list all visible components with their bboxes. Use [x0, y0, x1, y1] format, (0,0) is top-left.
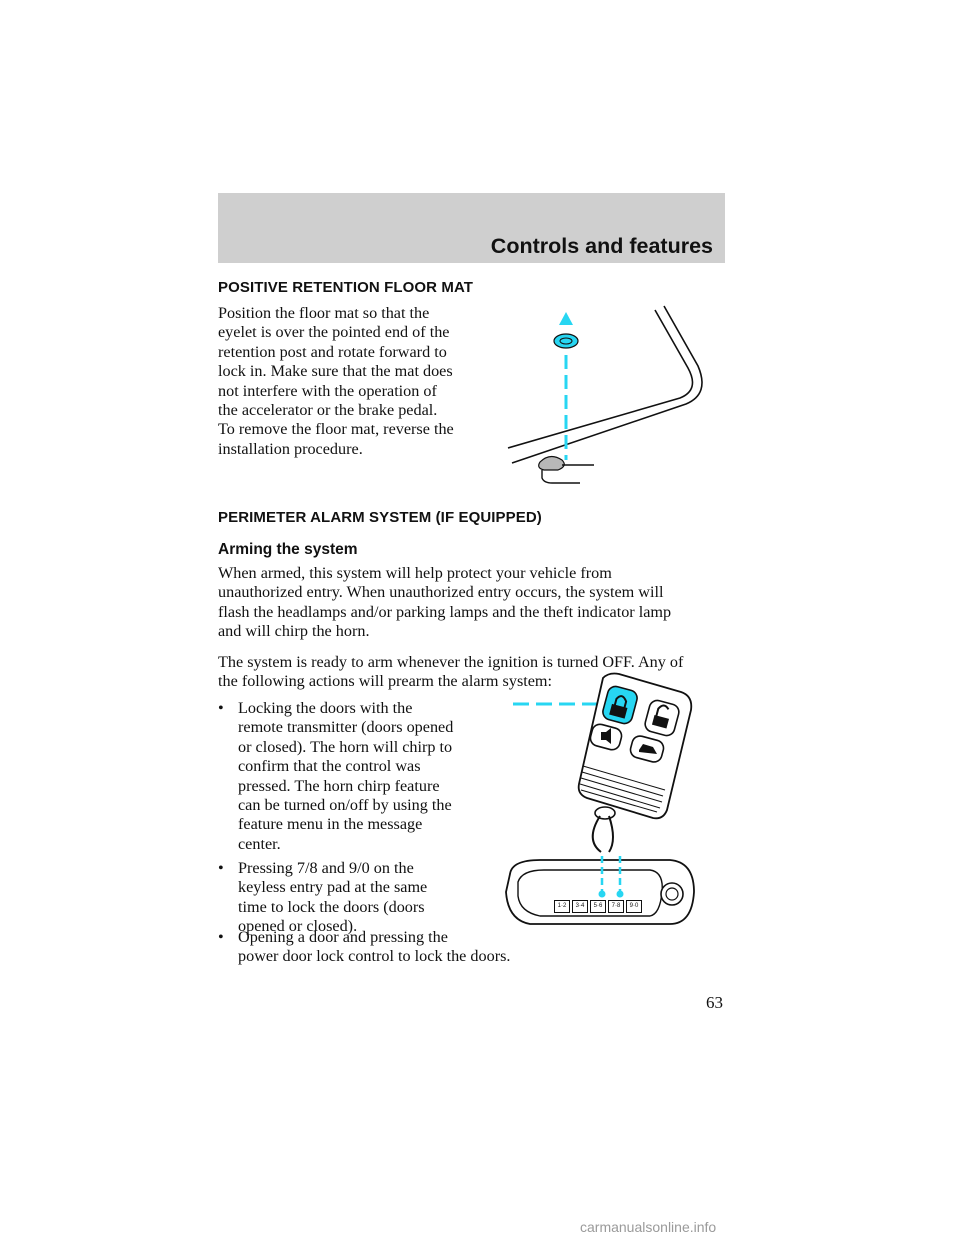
page-number: 63	[706, 993, 723, 1012]
alarm-paragraph-2: The system is ready to arm whenever the …	[218, 653, 683, 692]
bullet-icon: •	[218, 699, 224, 717]
bullet-item-remote-lock: • Locking the doors with the remote tran…	[218, 699, 453, 854]
floor-mat-heading: POSITIVE RETENTION FLOOR MAT	[218, 279, 474, 296]
retention-post-shape	[538, 455, 565, 471]
text-line: Pressing 7/8 and 9/0 on the	[238, 859, 414, 877]
text-line: eyelet is over the pointed end of the	[218, 323, 450, 342]
keypad-key-1-2: 1·2	[554, 900, 570, 913]
remote-transmitter-illustration	[513, 672, 693, 853]
bullet-item-keypad: • Pressing 7/8 and 9/0 on the keyless en…	[218, 859, 427, 937]
bullet-icon: •	[218, 928, 224, 946]
floor-mat-text: Position the floor mat so that the eyele…	[218, 304, 454, 459]
text-line: Opening a door and pressing the	[238, 928, 448, 946]
text-line: flash the headlamps and/or parking lamps…	[218, 602, 672, 621]
bullet-icon: •	[218, 859, 224, 877]
bullet-item-power-lock: • Opening a door and pressing the power …	[218, 928, 510, 967]
keypad-key-7-8: 7·8	[608, 900, 624, 913]
text-line: When armed, this system will help protec…	[218, 564, 612, 582]
key-cylinder-icon	[660, 882, 684, 906]
eyelet-shape	[553, 333, 579, 349]
text-line: the accelerator or the brake pedal.	[218, 401, 438, 420]
text-line: the following actions will prearm the al…	[218, 672, 553, 691]
text-line: feature menu in the message	[238, 815, 423, 834]
text-line: or closed). The horn will chirp to	[238, 737, 453, 756]
text-line: Position the floor mat so that the	[218, 304, 430, 322]
text-line: not interfere with the operation of	[218, 381, 437, 400]
text-line: opened or closed).	[238, 917, 358, 936]
text-line: power door lock control to lock the door…	[238, 947, 511, 966]
alarm-heading: PERIMETER ALARM SYSTEM (IF EQUIPPED)	[218, 509, 542, 526]
text-line: remote transmitter (doors opened	[238, 718, 454, 737]
keyless-entry-keypad: 1·2 3·4 5·6 7·8 9·0	[554, 900, 642, 913]
text-line: time to lock the doors (doors	[238, 897, 425, 916]
text-line: confirm that the control was	[238, 757, 421, 776]
section-header-band: Controls and features	[218, 193, 725, 263]
text-line: Locking the doors with the	[238, 699, 413, 717]
arming-subheading: Arming the system	[218, 541, 358, 558]
floor-mat-illustration	[507, 305, 703, 484]
text-line: The system is ready to arm whenever the …	[218, 653, 684, 671]
text-line: and will chirp the horn.	[218, 622, 370, 641]
text-line: pressed. The horn chirp feature	[238, 776, 440, 795]
text-line: retention post and rotate forward to	[218, 342, 447, 361]
door-keypad-illustration: 1·2 3·4 5·6 7·8 9·0	[500, 852, 700, 932]
text-line: center.	[238, 834, 281, 853]
section-title: Controls and features	[490, 234, 713, 258]
keypad-key-3-4: 3·4	[572, 900, 588, 913]
text-line: lock in. Make sure that the mat does	[218, 362, 453, 381]
text-line: can be turned on/off by using the	[238, 796, 452, 815]
text-line: installation procedure.	[218, 439, 363, 458]
alarm-paragraph-1: When armed, this system will help protec…	[218, 564, 671, 642]
keypad-key-9-0: 9·0	[626, 900, 642, 913]
watermark-text: carmanualsonline.info	[580, 1219, 717, 1235]
text-line: To remove the floor mat, reverse the	[218, 420, 454, 439]
text-line: keyless entry pad at the same	[238, 878, 428, 897]
arrow-up-icon	[559, 312, 573, 325]
keypad-key-5-6: 5·6	[590, 900, 606, 913]
text-line: unauthorized entry. When unauthorized en…	[218, 583, 664, 602]
